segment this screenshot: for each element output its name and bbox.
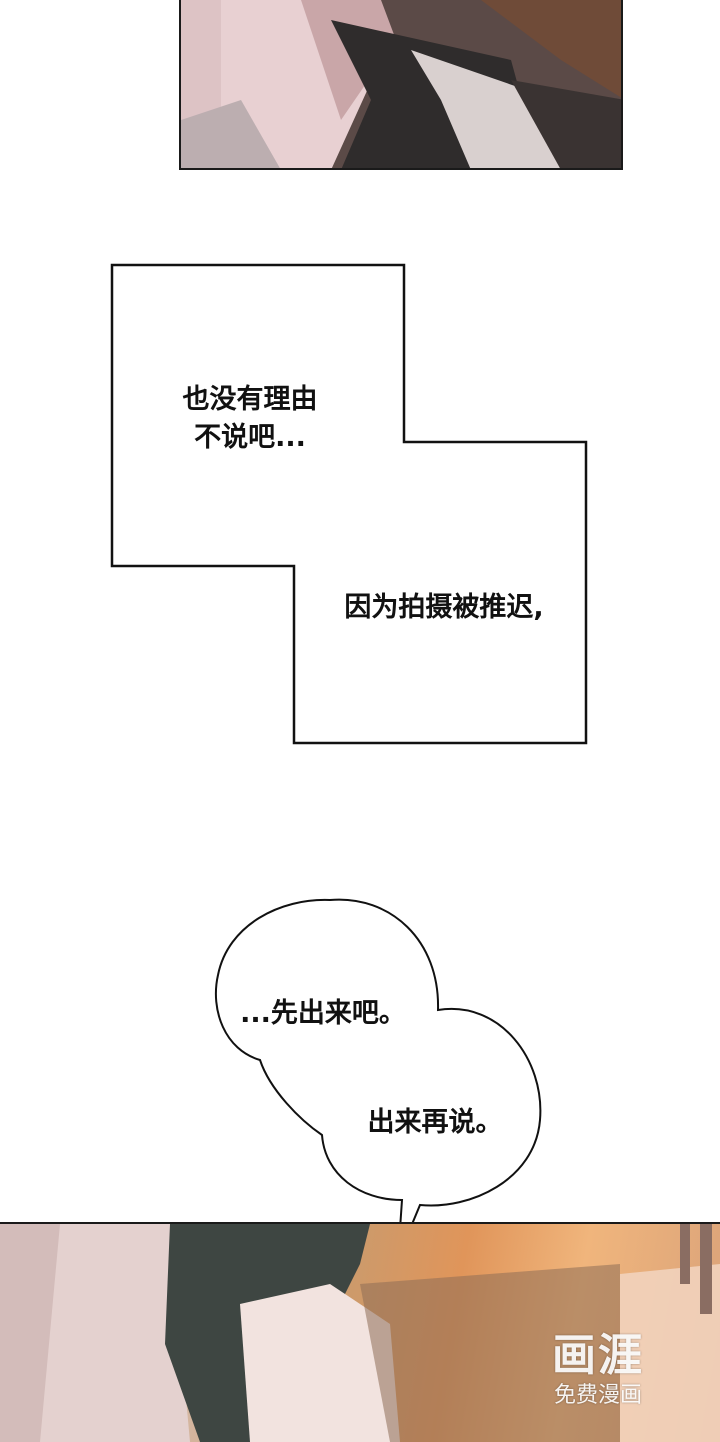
- speech-line-2: 出来再说。: [367, 1107, 503, 1138]
- narration-line-2: 不说吧...: [194, 422, 306, 453]
- narration-line-1: 也没有理由: [182, 384, 318, 415]
- bottom-comic-panel: [0, 1222, 720, 1442]
- top-comic-panel: [179, 0, 623, 170]
- bottom-panel-artwork: [0, 1224, 720, 1442]
- speech-bubble-outline: [214, 898, 542, 1259]
- watermark-subtitle: 免费漫画: [553, 1383, 642, 1408]
- narration-box-outline: [110, 263, 588, 745]
- speech-line-1: ...先出来吧。: [240, 998, 406, 1029]
- watermark: 画涯 免费漫画: [538, 1330, 658, 1410]
- watermark-logo: 画涯: [552, 1330, 644, 1381]
- narration-line-3: 因为拍摄被推迟,: [344, 592, 544, 623]
- top-panel-artwork: [181, 0, 621, 168]
